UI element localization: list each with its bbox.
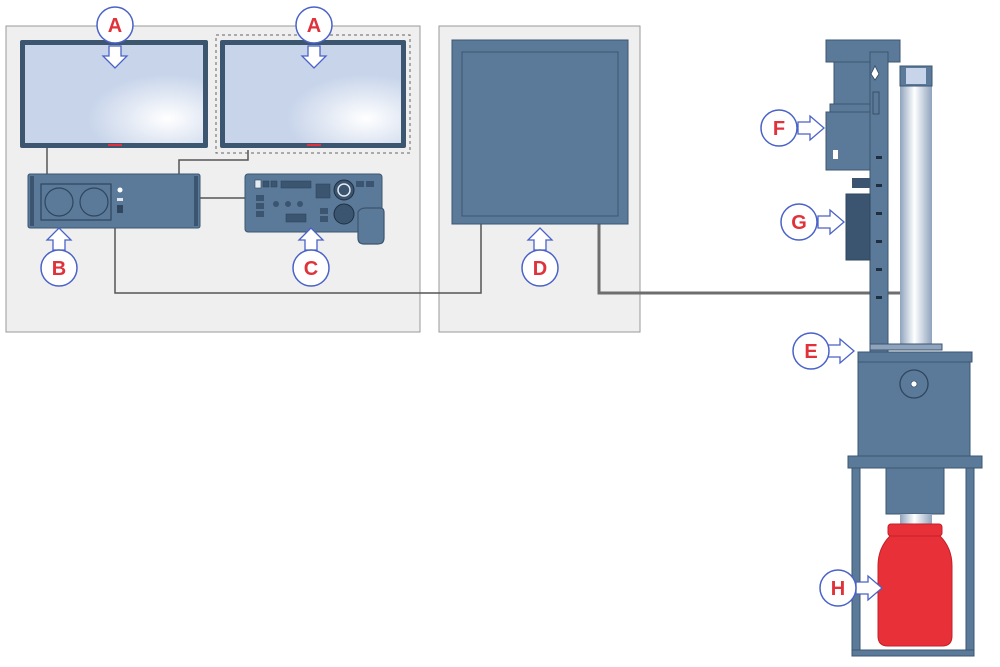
callout-marker-e: E — [792, 332, 855, 370]
cables — [46, 148, 482, 294]
callout-letter: A — [307, 15, 321, 37]
callout-marker-h: H — [819, 569, 883, 607]
side-detector — [845, 178, 871, 261]
microscope-column-stage — [847, 343, 983, 469]
callout-letter: D — [533, 258, 547, 280]
callout-marker-f: F — [760, 109, 825, 147]
callout-marker-g: G — [780, 203, 845, 241]
microscope-assembly — [825, 39, 983, 657]
callout-letter: C — [304, 258, 318, 280]
callout-marker-a1: A — [96, 6, 134, 69]
callout-letter: A — [108, 15, 122, 37]
callout-letter: H — [831, 578, 845, 600]
control-computer — [27, 173, 201, 229]
callout-marker-c: C — [292, 227, 330, 287]
callout-marker-a2: A — [295, 6, 333, 69]
callout-letter: E — [804, 341, 817, 363]
electronics-cabinet — [451, 39, 629, 225]
callout-marker-b: B — [40, 227, 78, 287]
upper-detector — [825, 61, 871, 171]
callout-letter: B — [52, 258, 66, 280]
callout-marker-d: D — [521, 227, 559, 287]
callout-letter: G — [791, 212, 807, 234]
red-vessel — [877, 523, 953, 647]
top-head — [825, 39, 901, 63]
control-panel — [244, 173, 385, 245]
callout-letter: F — [773, 118, 785, 140]
lower-frame — [851, 467, 975, 657]
